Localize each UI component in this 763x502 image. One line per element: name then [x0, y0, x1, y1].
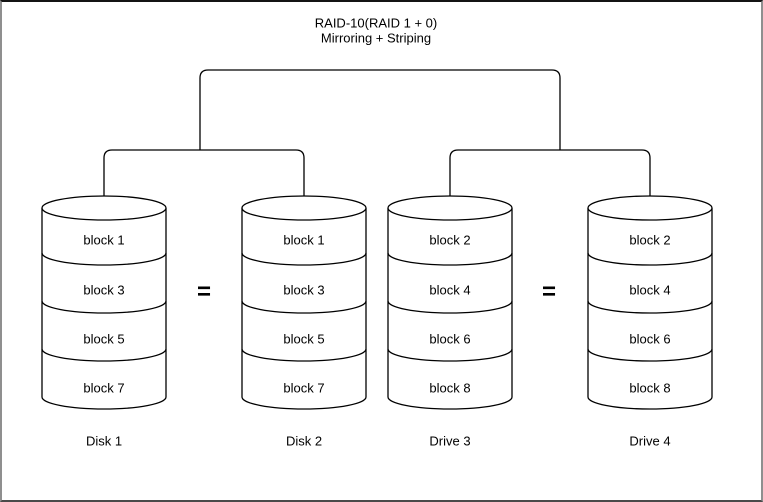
diagram-title-line1: RAID-10(RAID 1 + 0) [315, 16, 437, 31]
block-label: block 1 [83, 233, 124, 248]
block-label: block 6 [629, 332, 670, 347]
cylinder-body [587, 208, 713, 410]
block-label: block 6 [429, 332, 470, 347]
cylinder-divider [587, 348, 713, 362]
block-label: block 3 [283, 283, 324, 298]
cylinder-divider [387, 300, 513, 314]
block-label: block 2 [629, 233, 670, 248]
block-label: block 5 [83, 332, 124, 347]
disk-label: Disk 1 [86, 434, 122, 449]
cylinder-divider [241, 252, 367, 266]
cylinder-divider [41, 252, 167, 266]
block-label: block 2 [429, 233, 470, 248]
block-label: block 8 [629, 381, 670, 396]
block-label: block 8 [429, 381, 470, 396]
block-label: block 5 [283, 332, 324, 347]
disk-cylinder-4: block 2 block 4 block 6 block 8 Drive 4 [587, 195, 713, 449]
equals-sign: = [542, 279, 556, 306]
disk-cylinder-1: block 1 block 3 block 5 block 7 Disk 1 [41, 195, 167, 449]
block-label: block 3 [83, 283, 124, 298]
disk-label: Drive 3 [429, 434, 470, 449]
cylinder-top-ellipse [41, 195, 167, 221]
block-label: block 7 [283, 381, 324, 396]
cylinder-divider [387, 348, 513, 362]
cylinder-divider [587, 300, 713, 314]
disk-label: Drive 4 [629, 434, 670, 449]
cylinder-body [241, 208, 367, 410]
block-label: block 7 [83, 381, 124, 396]
connector-left-pair-bracket [103, 149, 305, 197]
cylinder-top-ellipse [387, 195, 513, 221]
equals-sign: = [197, 279, 211, 306]
disk-cylinder-2: block 1 block 3 block 5 block 7 Disk 2 [241, 195, 367, 449]
block-label: block 1 [283, 233, 324, 248]
cylinder-body [41, 208, 167, 410]
cylinder-top-ellipse [241, 195, 367, 221]
disk-cylinder-3: block 2 block 4 block 6 block 8 Drive 3 [387, 195, 513, 449]
cylinder-top-ellipse [587, 195, 713, 221]
cylinder-divider [41, 348, 167, 362]
block-label: block 4 [429, 283, 470, 298]
block-label: block 4 [629, 283, 670, 298]
cylinder-body [387, 208, 513, 410]
cylinder-divider [587, 252, 713, 266]
cylinder-divider [41, 300, 167, 314]
cylinder-divider [241, 348, 367, 362]
disk-label: Disk 2 [286, 434, 322, 449]
cylinder-divider [241, 300, 367, 314]
cylinder-divider [387, 252, 513, 266]
diagram-title-line2: Mirroring + Striping [321, 31, 431, 46]
connector-right-pair-bracket [449, 149, 651, 197]
connector-top-bracket [199, 69, 561, 150]
